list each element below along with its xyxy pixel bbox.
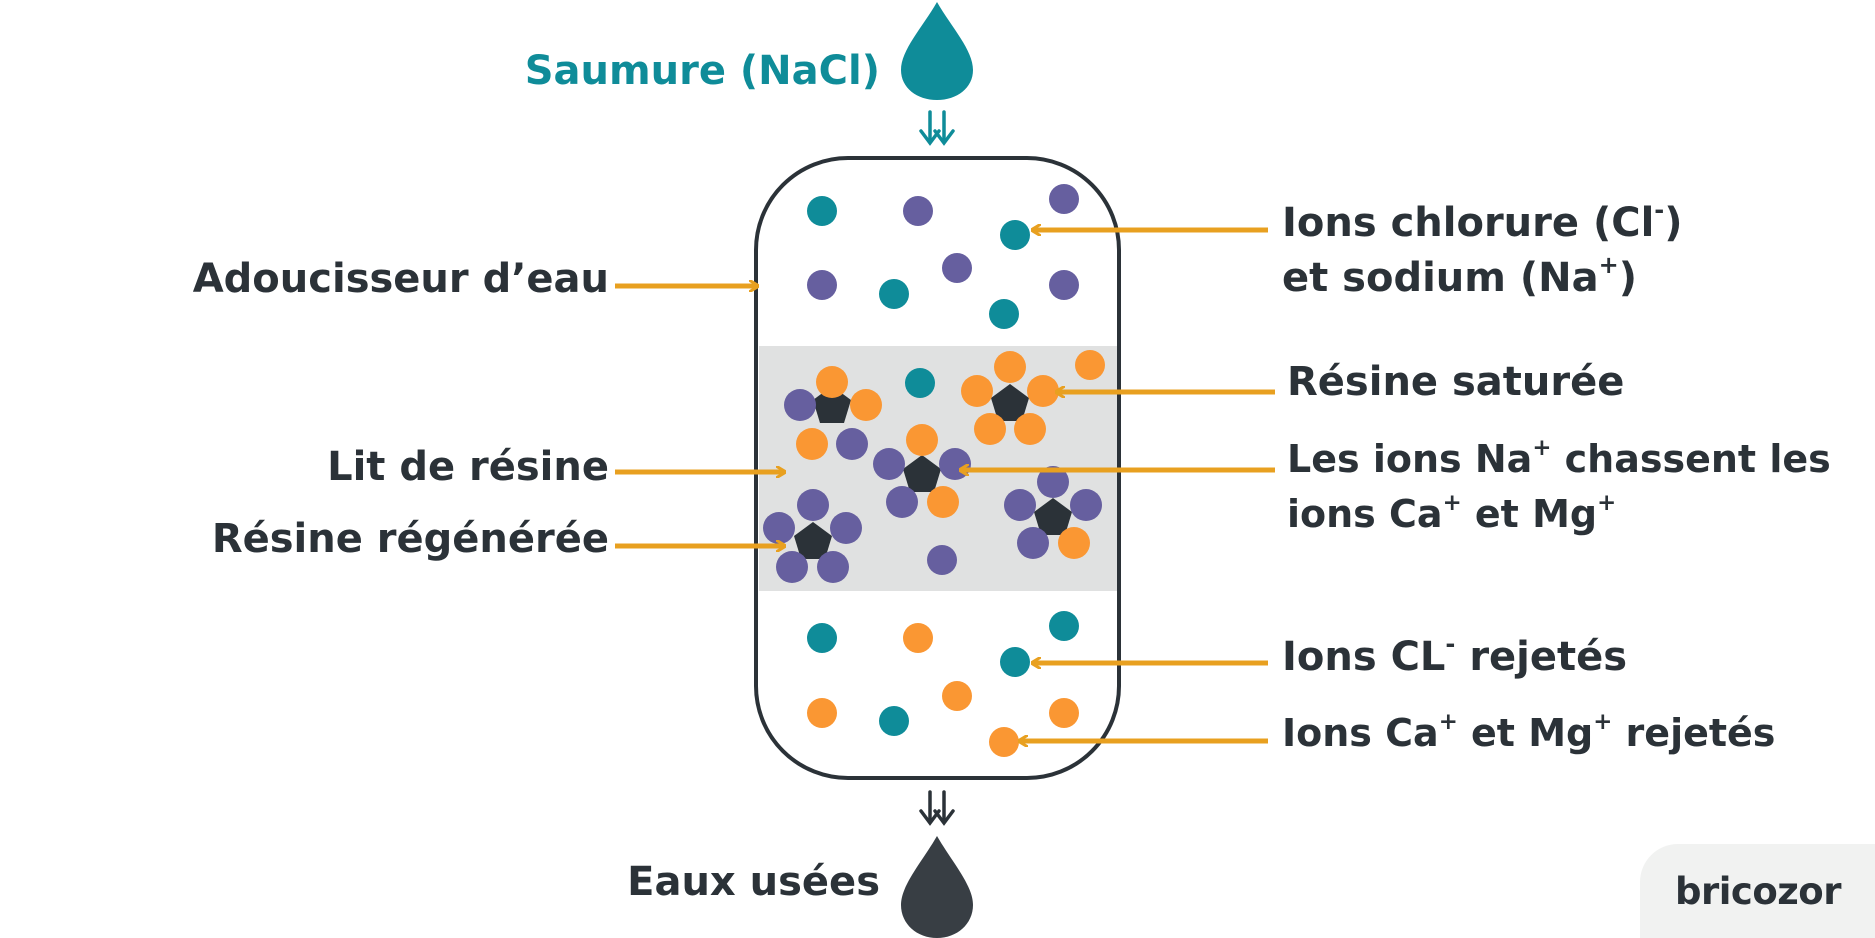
exchange-label: Les ions Na+ chassent les ions Ca+ et Mg… — [1287, 434, 1831, 536]
teal-ion — [879, 279, 909, 309]
purple-ion — [1049, 184, 1079, 214]
purple-ion — [927, 545, 957, 575]
pointer-arrows — [615, 230, 1275, 741]
orange-ion — [1075, 350, 1105, 380]
saturated-resin-label: Résine saturée — [1287, 359, 1625, 405]
purple-ion — [807, 270, 837, 300]
top-ions — [807, 184, 1079, 329]
orange-ion — [942, 681, 972, 711]
cl-rejected-label: Ions CL- rejetés — [1282, 630, 1628, 680]
chloride-sodium-label: Ions chlorure (Cl-) et sodium (Na+) — [1282, 196, 1683, 301]
regenerated-resin-label: Résine régénérée — [211, 516, 609, 562]
resin-cluster — [1004, 466, 1102, 559]
resin-particles — [763, 350, 1105, 583]
brand-badge — [1640, 844, 1875, 938]
resin-cluster-regenerated — [763, 489, 862, 583]
inflow-double-arrow-icon — [919, 110, 955, 146]
orange-ion — [807, 698, 837, 728]
teal-ion — [1000, 647, 1030, 677]
purple-ion — [1049, 270, 1079, 300]
teal-ion — [905, 368, 935, 398]
teal-ion — [989, 299, 1019, 329]
brand-logo: bricozor — [1675, 870, 1841, 913]
brine-drop-icon — [901, 2, 973, 100]
orange-ion — [1049, 698, 1079, 728]
brine-label: Saumure (NaCl) — [524, 48, 880, 94]
teal-ion — [1000, 220, 1030, 250]
resin-bed-label: Lit de résine — [327, 444, 609, 490]
bottom-ions — [807, 611, 1079, 757]
purple-ion — [903, 196, 933, 226]
softener-label: Adoucisseur d’eau — [192, 256, 609, 302]
orange-ion — [989, 727, 1019, 757]
resin-cluster — [784, 366, 882, 460]
camg-rejected-label: Ions Ca+ et Mg+ rejetés — [1282, 708, 1776, 755]
wastewater-label: Eaux usées — [627, 859, 880, 905]
purple-ion — [942, 253, 972, 283]
outflow-double-arrow-icon — [919, 790, 955, 826]
teal-ion — [807, 196, 837, 226]
orange-ion — [903, 623, 933, 653]
teal-ion — [1049, 611, 1079, 641]
teal-ion — [807, 623, 837, 653]
wastewater-drop-icon — [901, 836, 973, 938]
resin-cluster-exchange — [873, 424, 971, 518]
resin-cluster-saturated — [961, 351, 1059, 445]
teal-ion — [879, 706, 909, 736]
